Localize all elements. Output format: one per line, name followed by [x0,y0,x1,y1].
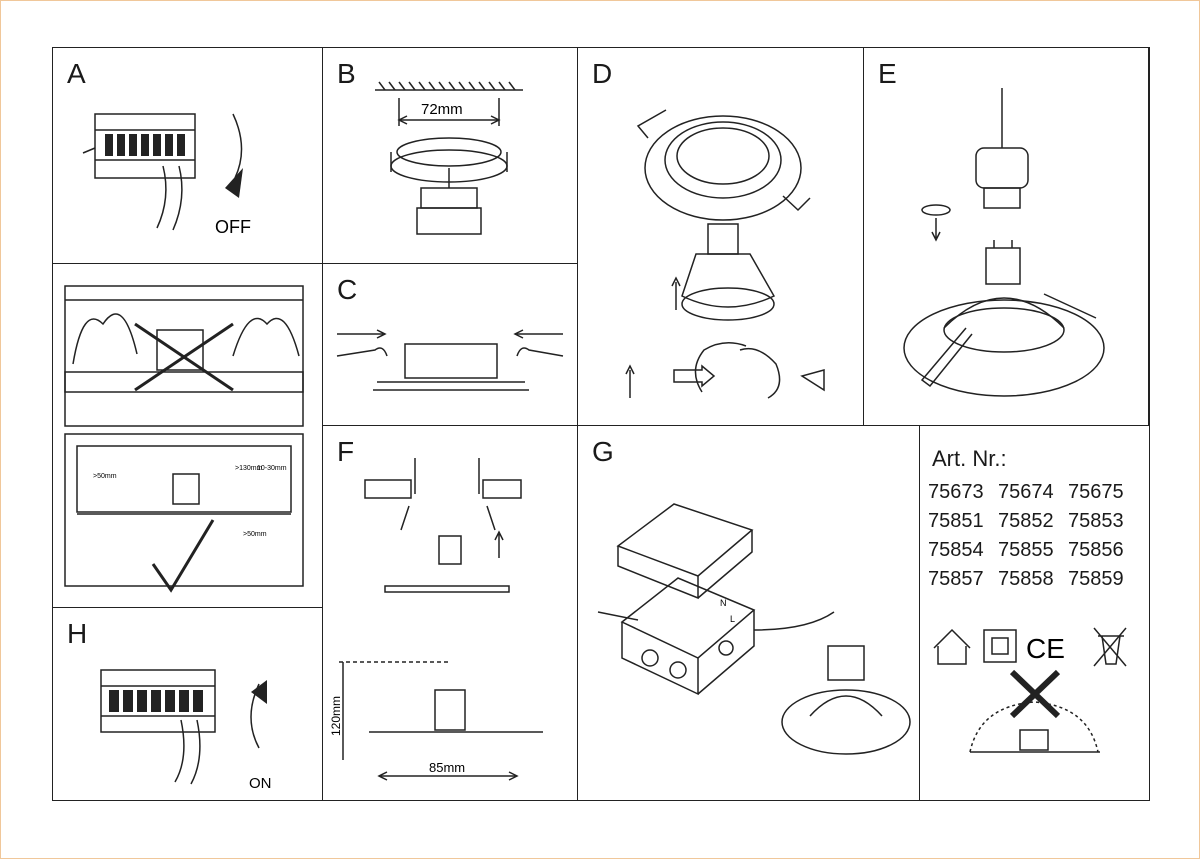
article-number: 75859 [1068,568,1124,590]
weee-bin-icon [1093,627,1127,667]
breaker-off-illustration: OFF [82,113,251,237]
socket-connect-illustration [903,88,1105,397]
dim-side: >50mm [93,473,117,480]
panel-h: H ON [53,608,323,800]
panel-label: G [592,436,614,467]
article-number: 75854 [928,539,984,561]
panel-f: F 120mm 85mm [323,426,578,800]
article-number: 75858 [998,568,1054,590]
panel-label: F [337,436,355,467]
instruction-sheet: A OFF B [52,47,1150,801]
panel-d: D [578,48,864,426]
panel-a: A OFF [53,48,323,264]
article-number: 75855 [998,539,1054,561]
article-number: 75853 [1068,510,1124,532]
article-number: 75857 [928,568,984,590]
panel-c: C [323,264,578,426]
article-title: Art. Nr.: [932,446,1007,471]
dimension-72mm: 72mm [421,101,463,118]
breaker-on-illustration: ON [100,669,272,792]
panel-label: C [337,274,358,305]
panel-g: G N L [578,426,920,800]
article-number: 75674 [998,481,1054,503]
class-ii-icon [983,629,1017,663]
panel-insulation: >50mm >130mm 10-30mm >50mm [53,264,323,608]
indoor-use-icon [933,628,971,665]
article-number: 75675 [1068,481,1124,503]
cutout-dimension-illustration: 72mm [375,81,523,235]
article-number: 75673 [928,481,984,503]
panel-label: E [878,58,897,89]
off-text: OFF [215,217,251,237]
terminal-l: L [730,614,735,624]
clip-compress-illustration [336,329,564,391]
article-number: 75851 [928,510,984,532]
panel-article-numbers: Art. Nr.: 75673 75674 75675 75851 75852 … [920,426,1149,800]
junction-box-illustration: N L [597,503,911,755]
on-text: ON [249,775,272,792]
lamp-insert-illustration [625,109,825,399]
insulation-clearance-illustration: >50mm >130mm 10-30mm >50mm [64,285,304,593]
panel-label: D [592,58,613,89]
terminal-n: N [720,598,727,608]
dim-120mm: 120mm [329,696,343,736]
panel-b: B 72mm [323,48,578,264]
dim-85mm: 85mm [429,760,465,775]
panel-label: H [67,618,88,649]
certification-symbols: CE [933,627,1127,753]
ce-mark: CE [1026,633,1065,664]
panel-e: E [864,48,1149,426]
article-number: 75856 [1068,539,1124,561]
panel-label: B [337,58,356,89]
spring-install-illustration: 120mm 85mm [329,458,543,781]
no-insulation-cover-icon [969,669,1100,753]
dim-depth: 10-30mm [257,465,287,472]
article-number-grid: 75673 75674 75675 75851 75852 75853 7585… [928,481,1138,591]
dim-top: >130mm [235,465,263,472]
article-number: 75852 [998,510,1054,532]
dim-bottom: >50mm [243,531,267,538]
panel-label: A [67,58,86,89]
